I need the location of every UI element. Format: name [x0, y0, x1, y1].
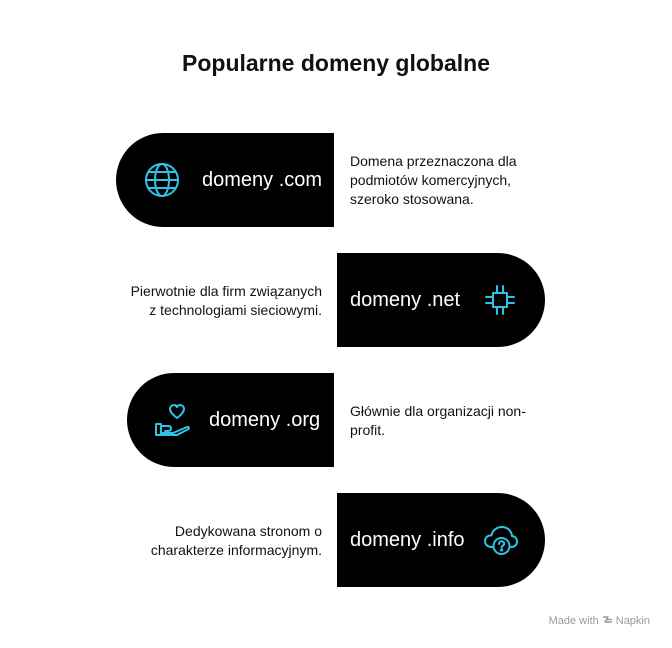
domain-pill-net: domeny .net [337, 253, 545, 347]
watermark-brand: Napkin [615, 615, 650, 627]
circuit-icon [480, 280, 520, 320]
domain-pill-com: domeny .com [116, 133, 334, 227]
domain-label-net: domeny .net [350, 288, 461, 311]
globe-icon [142, 160, 182, 200]
description-line: Pierwotnie dla firm związanych [130, 283, 322, 299]
page-title: Popularne domeny globalne [182, 50, 490, 76]
description-line: Dedykowana stronom o [174, 523, 322, 539]
description-line: z technologiami sieciowymi. [149, 302, 322, 318]
domain-pill-info: domeny .info [337, 493, 545, 587]
description-line: charakterze informacyjnym. [150, 542, 322, 558]
description-line: profit. [350, 422, 386, 438]
heart-hand-icon [153, 400, 193, 440]
napkin-logo-icon [602, 614, 613, 628]
description-line: Głównie dla organizacji non- [350, 403, 526, 419]
description-line: szeroko stosowana. [350, 191, 474, 207]
napkin-watermark: Made with Napkin [549, 614, 650, 628]
domain-description-info: Dedykowana stronom o charakterze informa… [151, 522, 322, 560]
description-line: Domena przeznaczona dla [350, 153, 517, 169]
domain-description-org: Głównie dla organizacji non- profit. [350, 402, 526, 440]
domain-pill-org: domeny .org [127, 373, 334, 467]
domain-description-net: Pierwotnie dla firm związanych z technol… [131, 282, 322, 320]
domain-label-com: domeny .com [202, 168, 323, 191]
domain-label-org: domeny .org [209, 408, 321, 431]
domain-description-com: Domena przeznaczona dla podmiotów komerc… [350, 152, 517, 209]
cloud-question-icon [481, 520, 521, 560]
domain-label-info: domeny .info [350, 528, 465, 551]
description-line: podmiotów komercyjnych, [350, 172, 512, 188]
watermark-prefix: Made with [548, 615, 599, 627]
